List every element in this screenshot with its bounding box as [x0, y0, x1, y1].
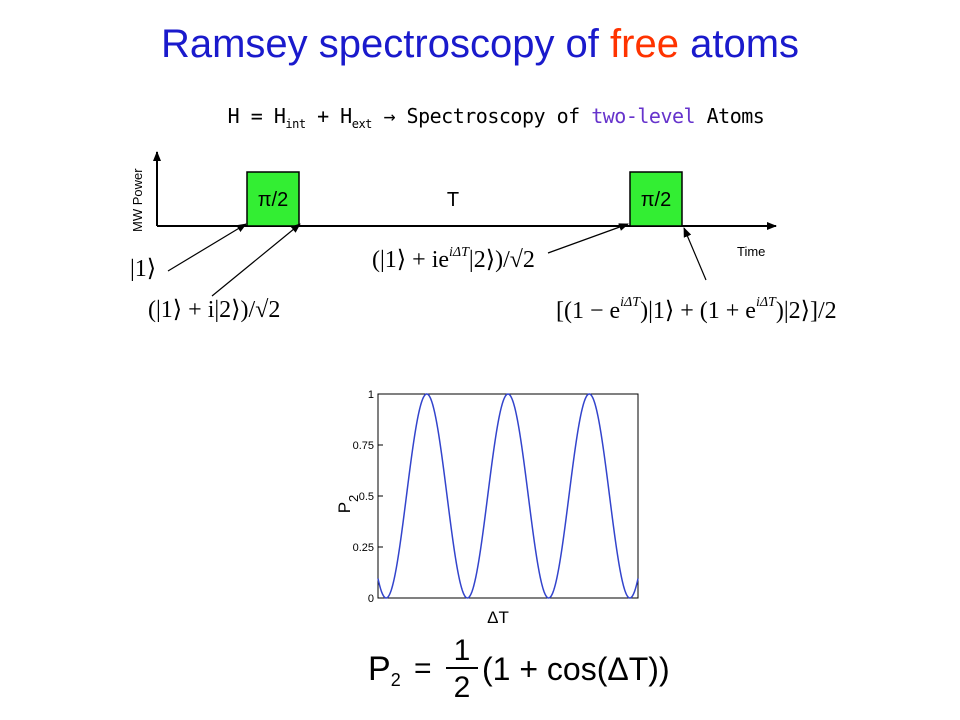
- state-4-b: )|1⟩ + (1 + e: [640, 298, 756, 324]
- arrow-state-4: [683, 227, 707, 281]
- plot-y-tick-label: 1: [368, 389, 374, 401]
- arrow-state-2: [211, 223, 301, 297]
- plot-y-tick-label: 0.25: [353, 542, 374, 554]
- formula-numerator: 1: [454, 634, 471, 667]
- plot-y-tick-label: 0.75: [353, 440, 374, 452]
- plot-frame: [377, 393, 639, 599]
- ham-arrow-text: → Spectroscopy of: [371, 104, 592, 128]
- arrow-state-1: [167, 223, 247, 272]
- ham-tail: Atoms: [695, 104, 765, 128]
- state-4-a: [(1 − e: [556, 298, 620, 324]
- pulse-2-label: π/2: [641, 189, 671, 211]
- title-part2: atoms: [678, 22, 800, 66]
- ham-sub-int: int: [285, 117, 306, 131]
- state-3: (|1⟩ + ieiΔT|2⟩)/√2: [372, 245, 535, 273]
- pulse-1: [246, 171, 300, 227]
- state-4-sup1: iΔT: [620, 295, 641, 310]
- state-4-c: )|2⟩]/2: [776, 298, 837, 324]
- state-3-a: (|1⟩ + ie: [372, 247, 449, 273]
- formula-eq: =: [414, 652, 432, 685]
- slide-title: Ramsey spectroscopy of free atoms: [0, 22, 960, 67]
- state-1: |1⟩: [130, 256, 156, 282]
- timing-diagram: MW Power Time π/2 π/2 T: [130, 151, 777, 259]
- formula-lhs-sub: 2: [391, 670, 401, 690]
- probability-plot: 0 0.25 0.5 0.75 1 ΔT P2: [335, 389, 639, 627]
- ham-highlight: two-level: [591, 104, 696, 128]
- ham-plus: + H: [305, 104, 352, 128]
- formula-lhs-p: P: [368, 650, 391, 688]
- plot-y-ticks: 0 0.25 0.5 0.75 1: [353, 389, 383, 605]
- hamiltonian-line: H = Hint + Hext → Spectroscopy of two-le…: [0, 104, 960, 131]
- title-highlight: free: [610, 22, 679, 66]
- timing-y-label: MW Power: [130, 168, 145, 232]
- plot-y-tick-label: 0: [368, 593, 374, 605]
- formula-denominator: 2: [454, 671, 471, 704]
- pulse-2: [629, 171, 683, 227]
- plot-curve: [377, 393, 639, 599]
- plot-y-tick-label: 0.5: [359, 491, 374, 503]
- ham-h: H = H: [227, 104, 286, 128]
- formula-lhs: P2: [368, 650, 401, 690]
- state-2: (|1⟩ + i|2⟩)/√2: [148, 297, 280, 323]
- formula: P2 = 1 2 (1 + cos(ΔT)): [368, 634, 670, 704]
- state-3-sup: iΔT: [449, 245, 470, 260]
- pulse-1-label: π/2: [258, 189, 288, 211]
- title-part1: Ramsey spectroscopy of: [160, 22, 611, 66]
- plot-y-label-main: P: [335, 502, 354, 513]
- plot-y-label: P2: [335, 495, 361, 514]
- gap-label: T: [447, 189, 459, 211]
- state-arrows: [167, 223, 707, 297]
- formula-body: (1 + cos(ΔT)): [482, 651, 670, 687]
- state-4: [(1 − eiΔT)|1⟩ + (1 + eiΔT)|2⟩]/2: [556, 295, 837, 324]
- state-expressions: |1⟩ (|1⟩ + i|2⟩)/√2 (|1⟩ + ieiΔT|2⟩)/√2 …: [130, 245, 837, 324]
- plot-y-label-sub: 2: [346, 495, 361, 502]
- state-4-sup2: iΔT: [756, 295, 777, 310]
- timing-x-label: Time: [737, 244, 765, 259]
- plot-x-label: ΔT: [487, 608, 509, 627]
- state-3-b: |2⟩)/√2: [469, 247, 535, 273]
- ham-sub-ext: ext: [351, 117, 373, 131]
- arrow-state-3: [547, 223, 629, 254]
